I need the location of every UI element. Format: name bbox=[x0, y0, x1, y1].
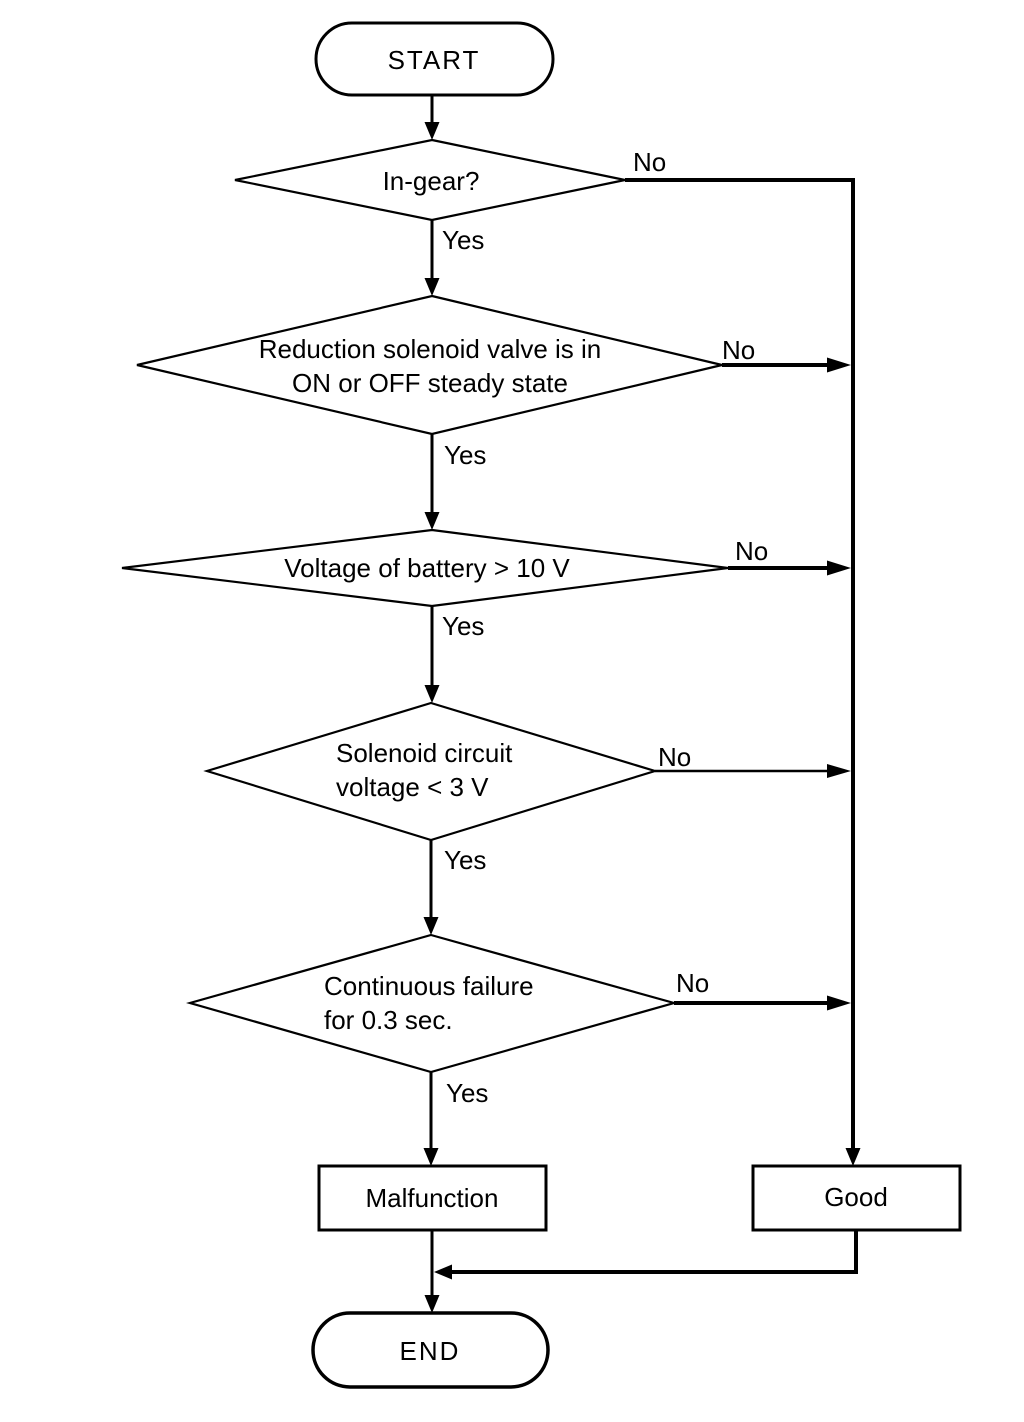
decision-label-in-gear: In-gear? bbox=[382, 165, 480, 196]
arrowhead-yes-4 bbox=[423, 917, 439, 935]
arrowhead-no-3 bbox=[827, 560, 851, 576]
edge-no-bus bbox=[625, 178, 855, 1150]
start-label: START bbox=[387, 44, 481, 75]
arrowhead-junction-left bbox=[434, 1264, 452, 1280]
malfunction-label: Malfunction bbox=[365, 1182, 499, 1213]
decision-node-in-gear bbox=[234, 138, 626, 222]
arrowhead-yes-1 bbox=[424, 278, 440, 296]
decision-label-reduction-solenoid: Reduction solenoid valve is in ON or OFF… bbox=[259, 332, 602, 400]
malfunction-node bbox=[317, 1164, 548, 1232]
decision-label-line: Solenoid circuit bbox=[336, 738, 513, 768]
decision-node-reduction-solenoid bbox=[136, 294, 723, 436]
arrowhead-yes-5 bbox=[423, 1148, 439, 1166]
end-label: END bbox=[399, 1335, 461, 1366]
yes-label-5: Yes bbox=[446, 1078, 489, 1108]
no-label-3: No bbox=[735, 536, 769, 566]
decision-label-line: ON or OFF steady state bbox=[292, 368, 568, 398]
good-node bbox=[751, 1164, 962, 1232]
decision-label-battery-voltage: Voltage of battery > 10 V bbox=[284, 552, 570, 583]
decision-label-continuous-failure: Continuous failure for 0.3 sec. bbox=[324, 969, 534, 1037]
decision-label-line: for 0.3 sec. bbox=[324, 1005, 453, 1035]
decision-node-solenoid-circuit bbox=[203, 701, 659, 842]
decision-label-line: voltage < 3 V bbox=[336, 772, 489, 802]
yes-label-4: Yes bbox=[444, 845, 487, 875]
arrowhead-into-end bbox=[424, 1295, 440, 1313]
arrowhead-yes-3 bbox=[424, 685, 440, 703]
arrowhead-no-5 bbox=[827, 995, 851, 1011]
no-label-2: No bbox=[722, 335, 756, 365]
arrowhead-yes-2 bbox=[424, 512, 440, 530]
decision-node-continuous-failure bbox=[185, 933, 679, 1074]
no-label-4: No bbox=[658, 742, 692, 772]
arrowhead-no-2 bbox=[827, 357, 851, 373]
decision-label-line: Continuous failure bbox=[324, 971, 534, 1001]
edge-good-junction bbox=[452, 1230, 858, 1274]
decision-label-solenoid-circuit: Solenoid circuit voltage < 3 V bbox=[336, 736, 512, 804]
arrowhead-bus-good bbox=[845, 1148, 861, 1166]
good-label: Good bbox=[824, 1181, 888, 1212]
arrowhead-no-4 bbox=[827, 764, 851, 778]
decision-node-battery-voltage bbox=[121, 528, 729, 608]
no-label-5: No bbox=[676, 968, 710, 998]
no-label-1: No bbox=[633, 147, 667, 177]
yes-label-1: Yes bbox=[442, 225, 485, 255]
yes-label-2: Yes bbox=[444, 440, 487, 470]
decision-label-line: Reduction solenoid valve is in bbox=[258, 334, 602, 364]
end-node bbox=[311, 1311, 550, 1389]
yes-label-3: Yes bbox=[442, 611, 485, 641]
start-node bbox=[314, 21, 555, 97]
arrowhead-start-d1 bbox=[424, 122, 440, 140]
